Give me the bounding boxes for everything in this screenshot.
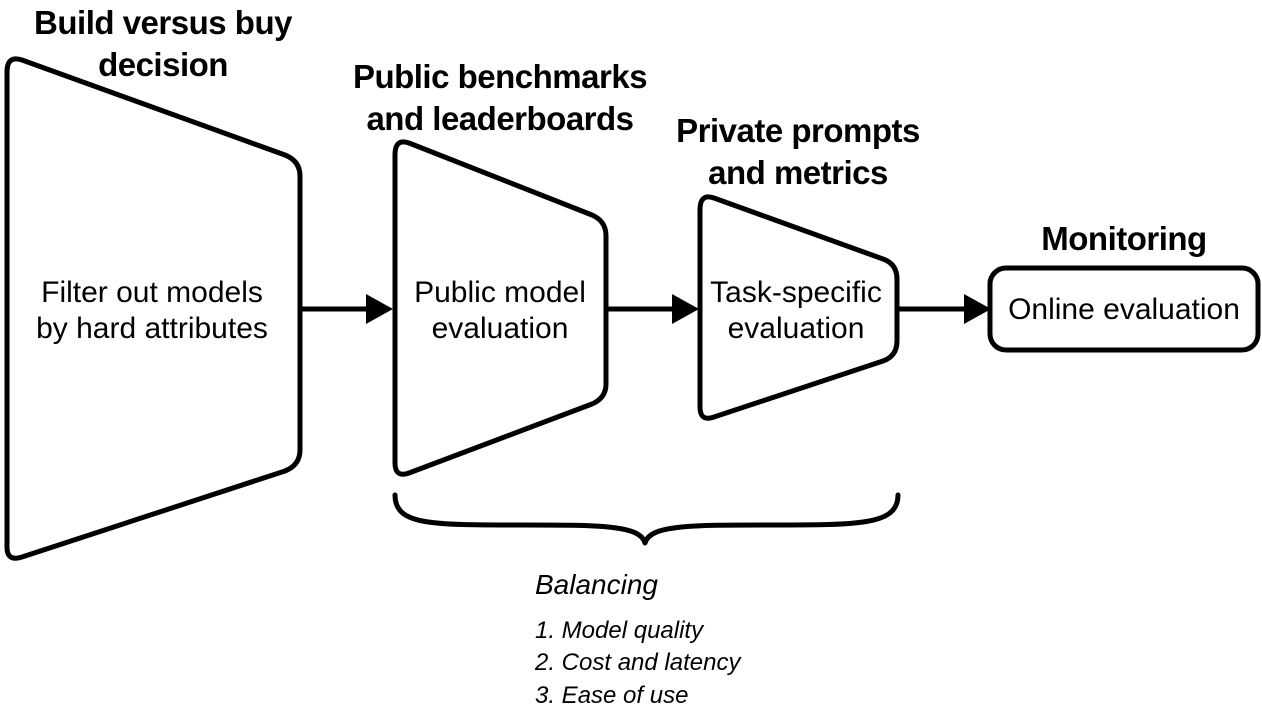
balancing-item-3: 3. Ease of use <box>535 682 688 709</box>
stage-1-title-line-2: decision <box>98 46 228 83</box>
stage-4-online-eval-box <box>987 265 1261 353</box>
stage-1-label-line-1: Filter out models <box>41 276 263 309</box>
stage-1-label-line-2: by hard attributes <box>36 312 268 345</box>
stage-3-label-line-1: Task-specific <box>710 276 882 309</box>
stage-2-title-line-1: Public benchmarks <box>353 58 647 95</box>
arrow-1-head <box>366 294 393 324</box>
stage-3-title-line-1: Private prompts <box>676 112 920 149</box>
stage-1-title-line-1: Build versus buy <box>34 4 293 41</box>
stage-3-task-eval-shape <box>697 194 900 421</box>
balancing-item-1: 1. Model quality <box>535 617 705 644</box>
balancing-brace <box>392 492 901 546</box>
stage-4-title: Monitoring <box>1041 220 1206 257</box>
stage-2-label-line-2: evaluation <box>432 312 569 345</box>
balancing-heading: Balancing <box>535 569 658 600</box>
stage-1-filter-shape <box>4 56 303 561</box>
stage-3-label-line-2: evaluation <box>728 312 865 345</box>
arrow-2-head <box>672 294 699 324</box>
balancing-item-2: 2. Cost and latency <box>534 649 742 676</box>
stage-2-label-line-1: Public model <box>414 276 586 309</box>
stage-4-label: Online evaluation <box>1008 293 1240 326</box>
stage-3-title-line-2: and metrics <box>708 154 888 191</box>
stage-2-title-line-2: and leaderboards <box>366 100 633 137</box>
stage-2-public-eval-shape <box>392 139 609 477</box>
arrow-3-head <box>964 294 991 324</box>
